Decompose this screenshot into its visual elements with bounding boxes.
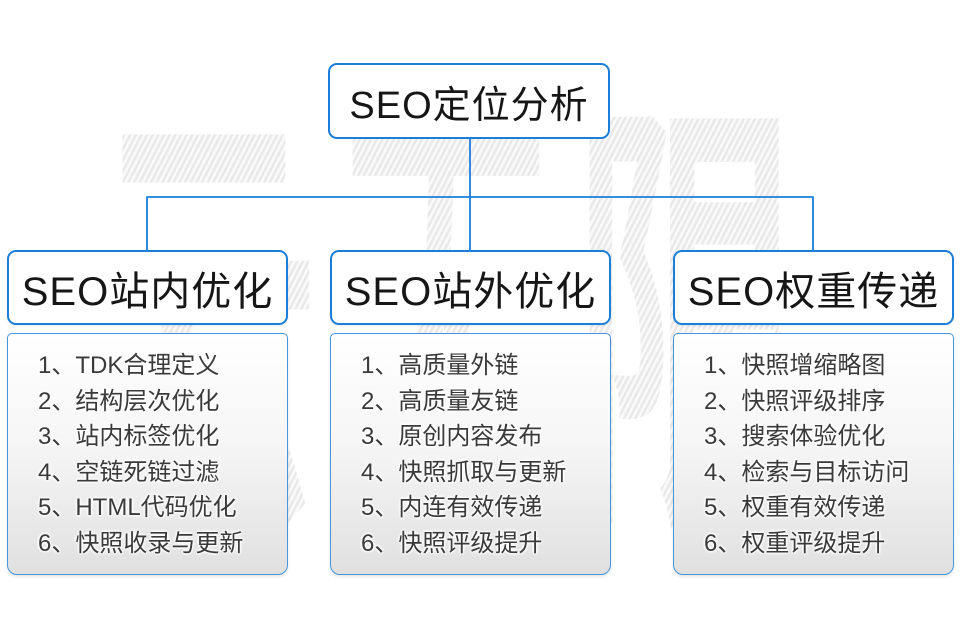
- list-item: 1、TDK合理定义: [38, 352, 220, 379]
- list-item: 5、权重有效传递: [704, 494, 886, 521]
- root-node-title: SEO定位分析: [349, 84, 589, 127]
- list-item: 6、权重评级提升: [704, 529, 886, 557]
- list-item: 6、快照收录与更新: [38, 529, 244, 557]
- branch-onsite-header: SEO站内优化: [7, 250, 288, 325]
- list-item: 6、快照评级提升: [361, 529, 543, 557]
- branch-weight-transfer: SEO权重传递 1、快照增缩略图 2、快照评级排序 3、搜索体验优化 4、检索与…: [673, 250, 954, 575]
- list-item: 3、搜索体验优化: [704, 423, 886, 450]
- branch-weight-list: 1、快照增缩略图 2、快照评级排序 3、搜索体验优化 4、检索与目标访问 5、权…: [673, 333, 954, 575]
- branch-onsite-optimization: SEO站内优化 1、TDK合理定义 2、结构层次优化 3、站内标签优化 4、空链…: [7, 250, 288, 575]
- list-item: 4、空链死链过滤: [38, 458, 220, 486]
- branch-weight-header: SEO权重传递: [673, 250, 954, 325]
- list-item: 1、高质量外链: [361, 352, 519, 379]
- branch-offsite-title: SEO站外优化: [344, 269, 597, 314]
- branch-onsite-list: 1、TDK合理定义 2、结构层次优化 3、站内标签优化 4、空链死链过滤 5、H…: [7, 333, 288, 575]
- root-node: SEO定位分析: [328, 63, 610, 139]
- list-item: 5、HTML代码优化: [38, 494, 237, 521]
- branch-offsite-list: 1、高质量外链 2、高质量友链 3、原创内容发布 4、快照抓取与更新 5、内连有…: [330, 333, 611, 575]
- branch-weight-title: SEO权重传递: [687, 269, 940, 314]
- branch-onsite-title: SEO站内优化: [21, 269, 274, 314]
- branch-offsite-header: SEO站外优化: [330, 250, 611, 325]
- list-item: 5、内连有效传递: [361, 494, 543, 521]
- list-item: 4、快照抓取与更新: [361, 458, 567, 486]
- list-item: 3、原创内容发布: [361, 423, 543, 450]
- list-item: 2、结构层次优化: [38, 387, 220, 415]
- list-item: 1、快照增缩略图: [704, 352, 886, 379]
- list-item: 2、快照评级排序: [704, 387, 886, 415]
- list-item: 4、检索与目标访问: [704, 458, 910, 486]
- list-item: 2、高质量友链: [361, 387, 519, 415]
- list-item: 3、站内标签优化: [38, 423, 220, 450]
- branch-offsite-optimization: SEO站外优化 1、高质量外链 2、高质量友链 3、原创内容发布 4、快照抓取与…: [330, 250, 611, 575]
